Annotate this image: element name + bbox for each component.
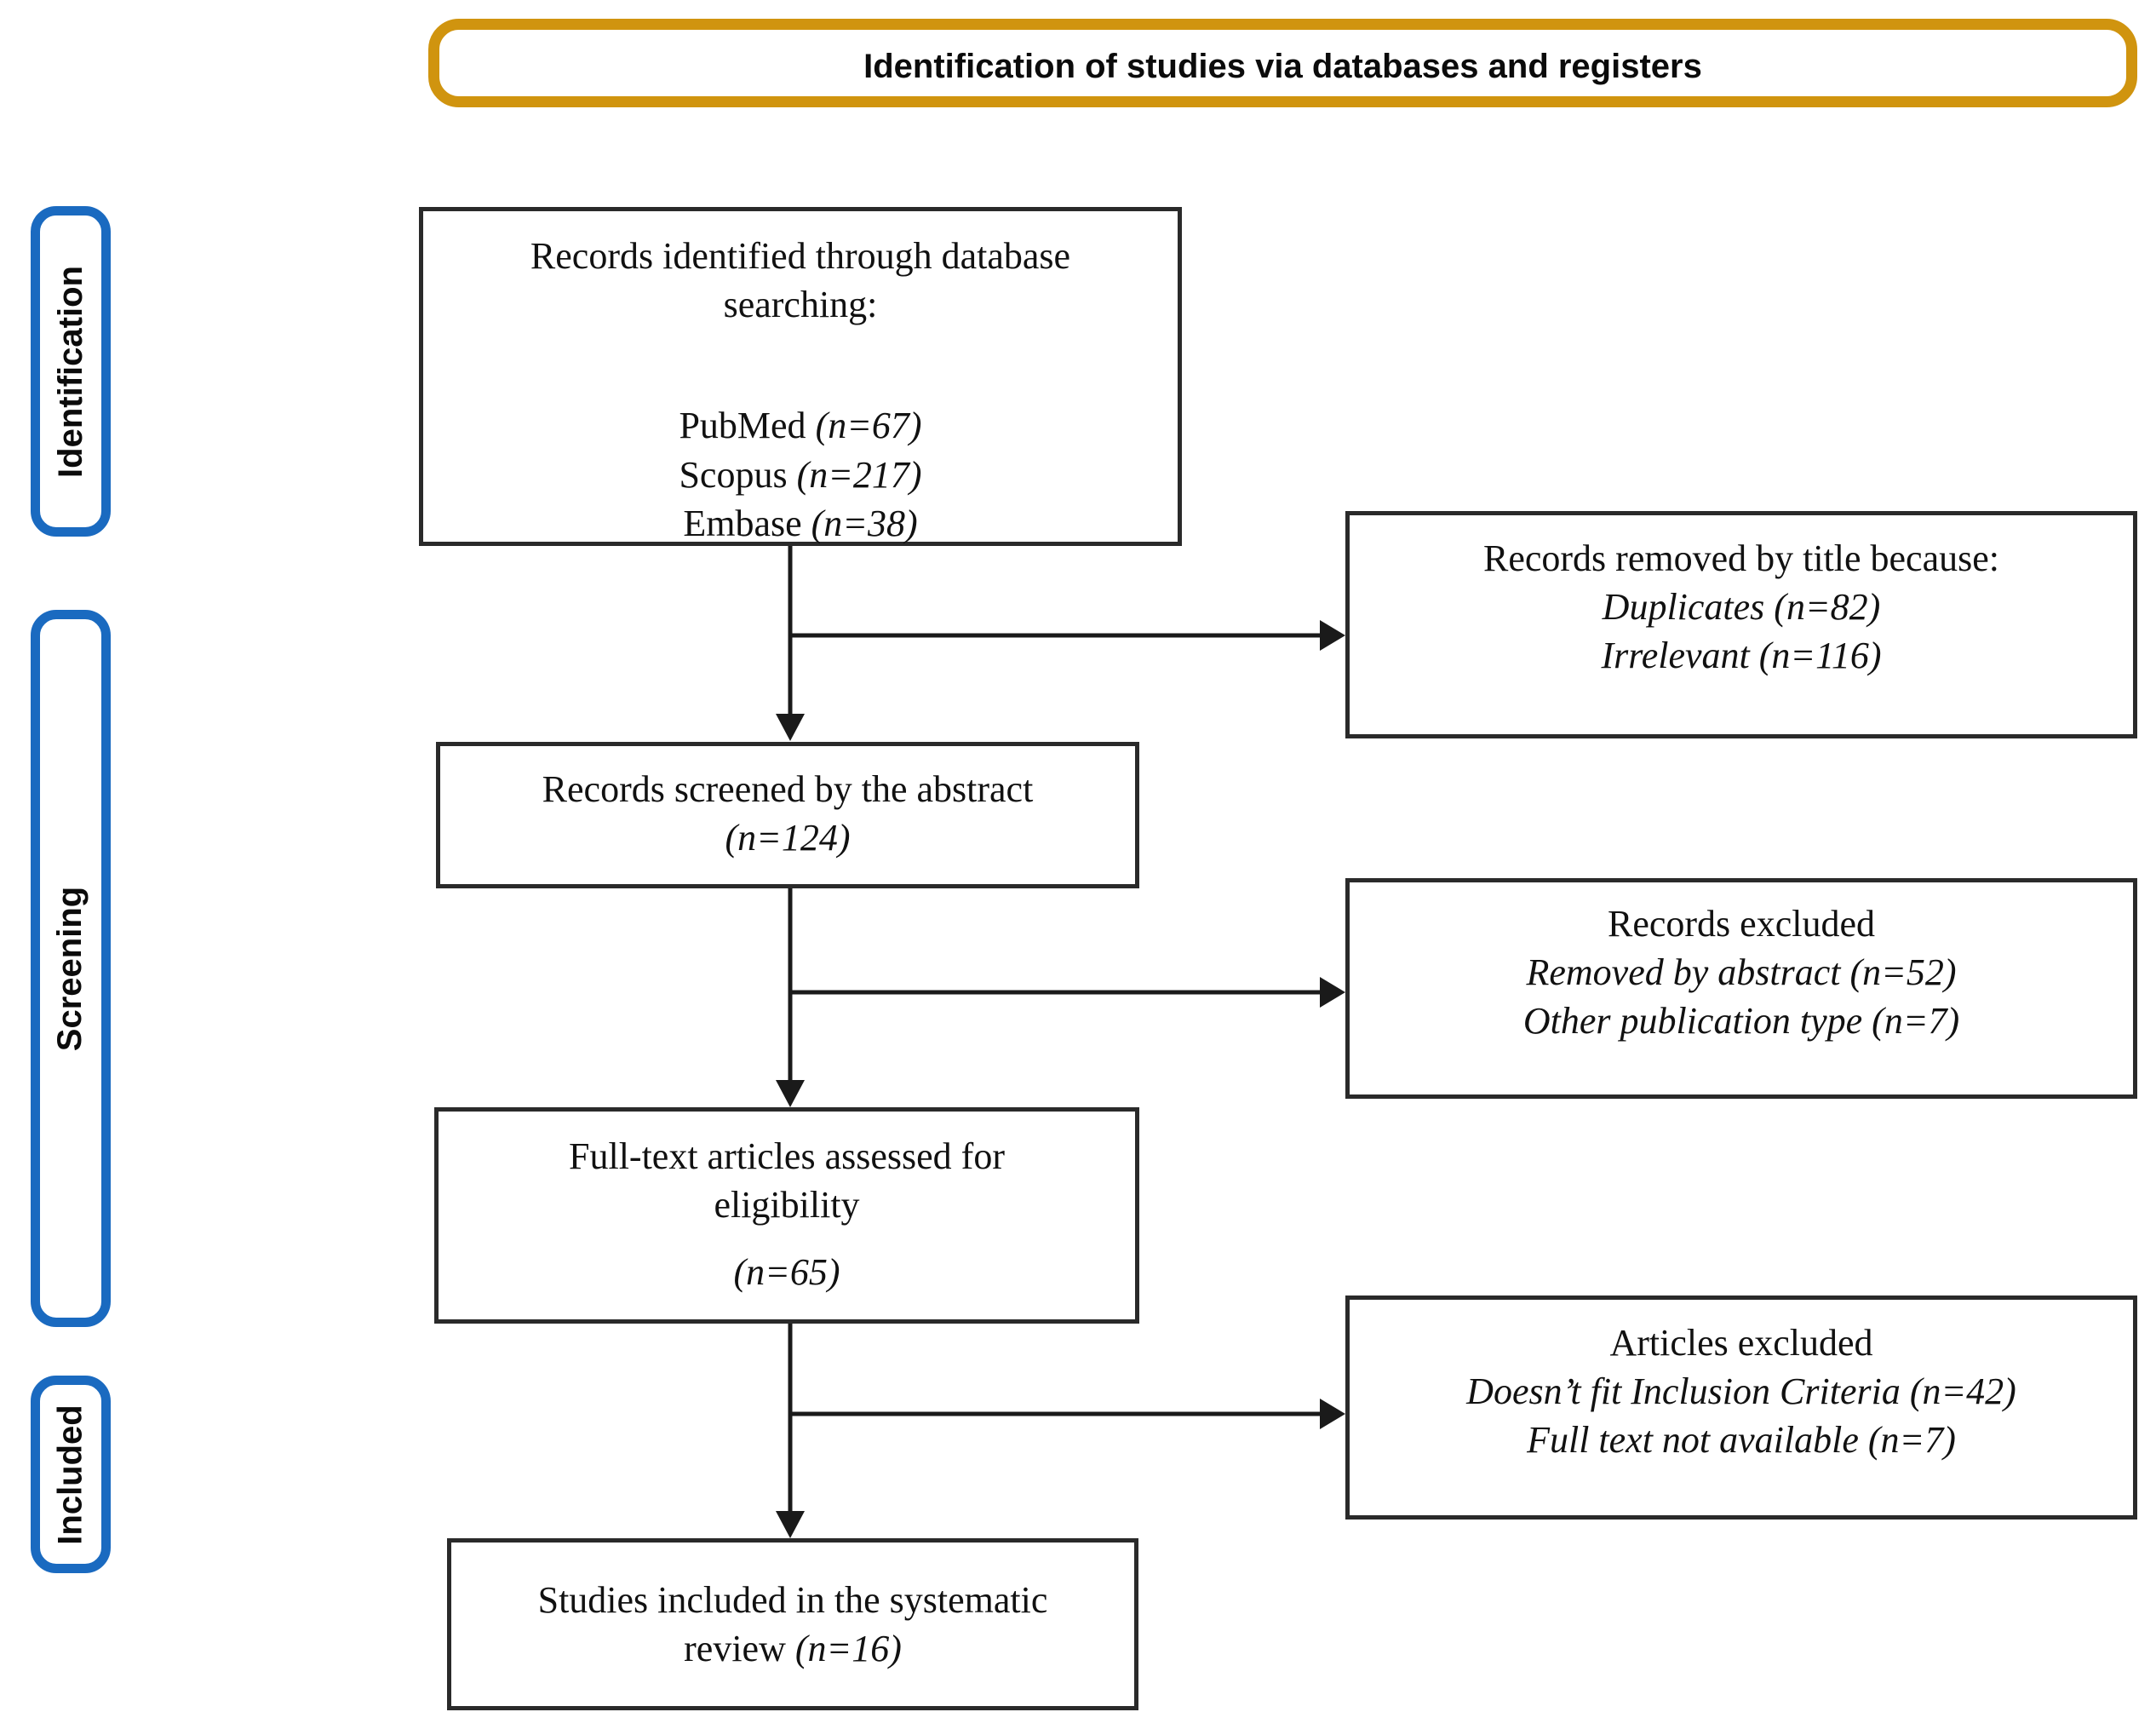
arrow-branch-records-excluded-head: [1320, 977, 1345, 1008]
removed-reason-irrelevant: Irrelevant (n=116): [1601, 635, 1882, 677]
arrow-identified-to-screened-head: [776, 714, 805, 741]
records-screened-heading: Records screened by the abstract: [542, 768, 1034, 810]
removed-reason-duplicates: Duplicates (n=82): [1602, 586, 1881, 629]
stage-identification-label: Identification: [51, 265, 89, 478]
articles-excluded-heading: Articles excluded: [1609, 1322, 1873, 1364]
banner-title: Identification of studies via databases …: [863, 47, 1702, 85]
arrow-screened-to-fulltext-head: [776, 1080, 805, 1107]
removed-by-title-heading: Records removed by title because:: [1482, 537, 1999, 579]
stage-screening-label: Screening: [51, 886, 89, 1051]
stage-included-label: Included: [51, 1404, 89, 1545]
stage-identification: Identification: [31, 206, 111, 537]
box-records-removed-by-title: Records removed by title because: Duplic…: [1345, 511, 2137, 738]
source-scopus: Scopus (n=217): [423, 451, 1178, 499]
box-articles-excluded: Articles excluded Doesn’t fit Inclusion …: [1345, 1296, 2137, 1520]
excluded-reason-abstract: Removed by abstract (n=52): [1526, 951, 1957, 994]
source-scopus-count: (n=217): [796, 453, 922, 496]
box-studies-included: Studies included in the systematic revie…: [447, 1538, 1138, 1710]
studies-included-label: Studies included in the systematic revie…: [537, 1578, 1048, 1669]
box-records-identified: Records identified through database sear…: [419, 207, 1182, 546]
box-records-screened: Records screened by the abstract (n=124): [436, 742, 1139, 888]
source-embase-count: (n=38): [811, 502, 918, 544]
records-screened-count: (n=124): [725, 817, 851, 859]
database-source-list: PubMed (n=67) Scopus (n=217) Embase (n=3…: [423, 401, 1178, 548]
records-identified-heading: Records identified through database sear…: [530, 235, 1071, 326]
source-pubmed-name: PubMed: [679, 405, 816, 447]
box-fulltext-assessed: Full-text articles assessed for eligibil…: [434, 1107, 1139, 1324]
source-scopus-name: Scopus: [679, 453, 797, 496]
fulltext-heading: Full-text articles assessed for eligibil…: [569, 1135, 1005, 1227]
arrow-branch-articles-excluded-head: [1320, 1399, 1345, 1429]
banner-box: Identification of studies via databases …: [428, 19, 2137, 107]
stage-included: Included: [31, 1376, 111, 1573]
arrow-fulltext-to-included-head: [776, 1511, 805, 1538]
articles-excluded-reason-criteria: Doesn’t fit Inclusion Criteria (n=42): [1466, 1370, 2016, 1413]
records-excluded-heading: Records excluded: [1608, 903, 1875, 945]
excluded-reason-publication-type: Other publication type (n=7): [1522, 1000, 1960, 1043]
articles-excluded-reason-no-fulltext: Full text not available (n=7): [1527, 1419, 1956, 1462]
source-pubmed: PubMed (n=67): [423, 401, 1178, 450]
box-records-excluded: Records excluded Removed by abstract (n=…: [1345, 878, 2137, 1099]
source-pubmed-count: (n=67): [815, 405, 922, 447]
arrow-branch-removed-by-title-head: [1320, 620, 1345, 651]
fulltext-count: (n=65): [733, 1251, 840, 1294]
stage-screening: Screening: [31, 610, 111, 1327]
studies-included-count: (n=16): [794, 1628, 902, 1669]
studies-included-text: Studies included in the systematic revie…: [495, 1576, 1091, 1673]
source-embase: Embase (n=38): [423, 499, 1178, 548]
source-embase-name: Embase: [683, 502, 811, 544]
